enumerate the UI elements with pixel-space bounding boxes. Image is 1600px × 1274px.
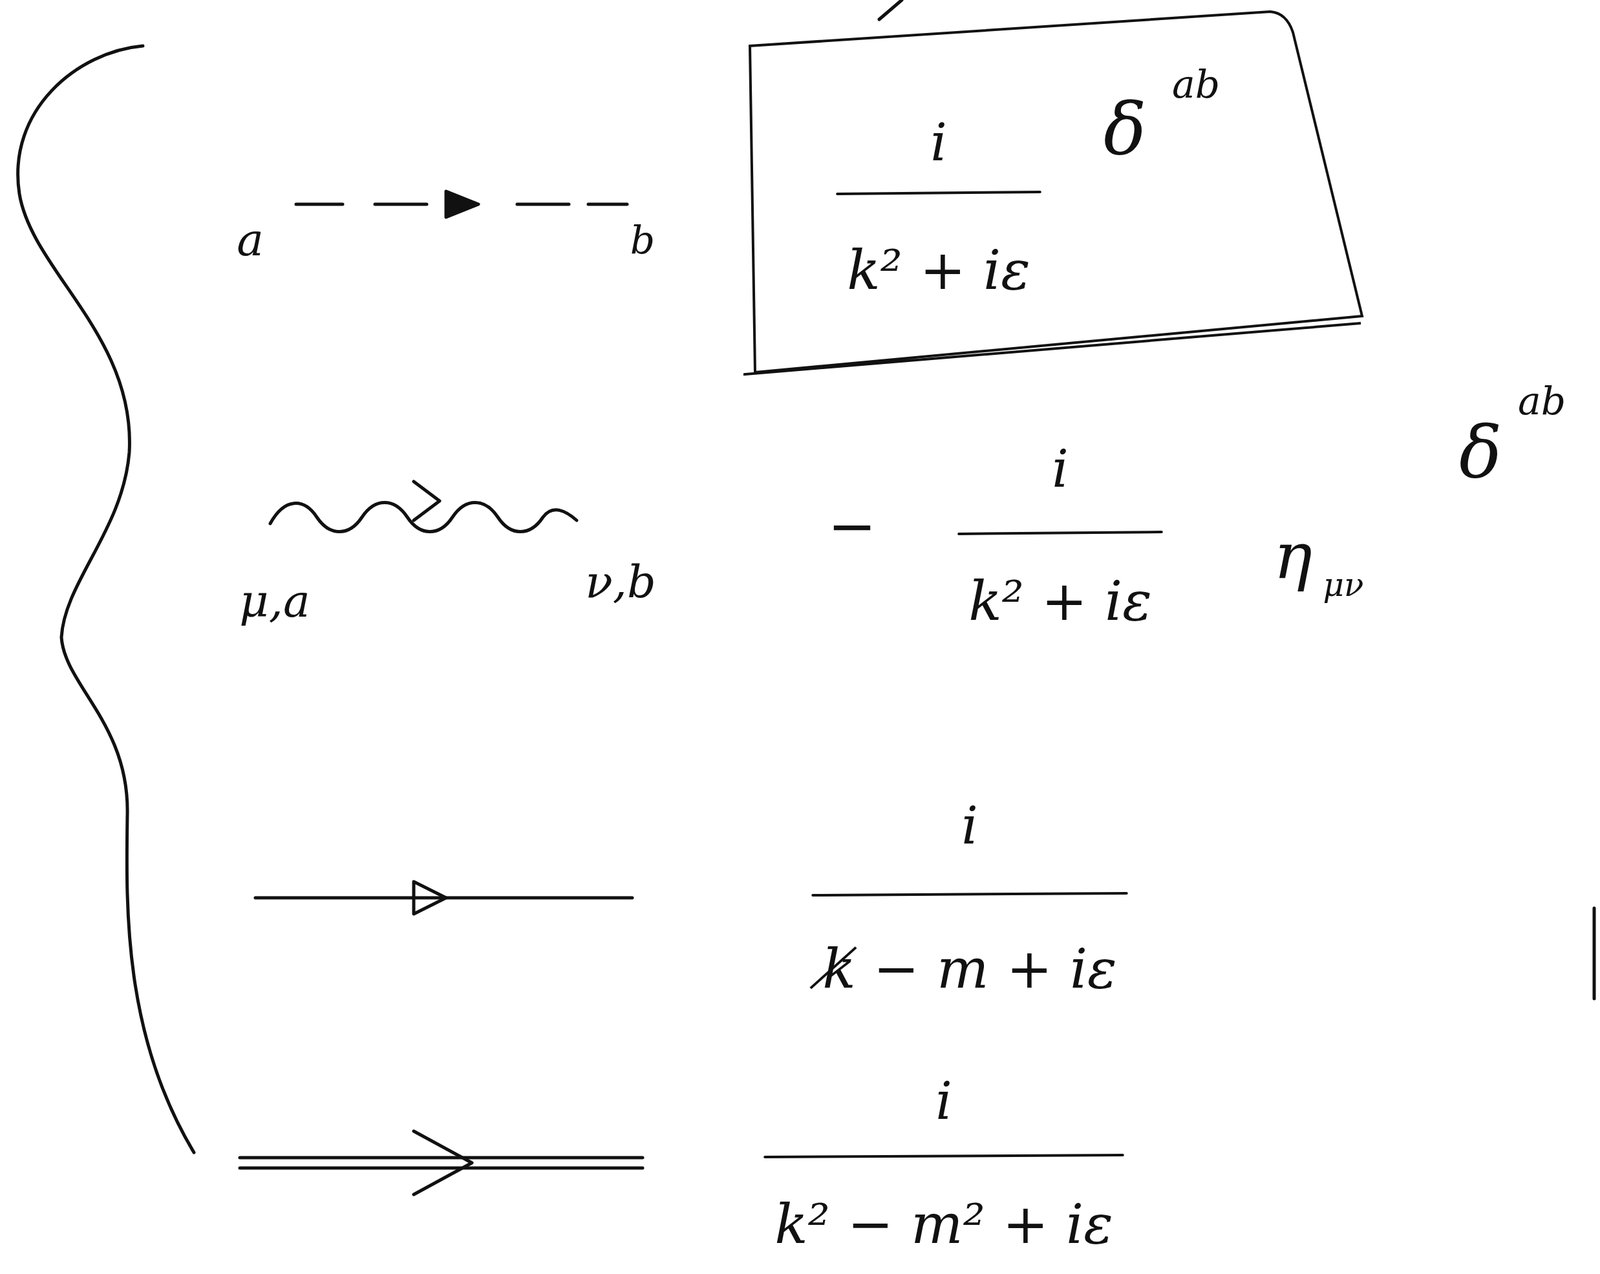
math-text: k² + iε [968,570,1152,632]
fraction-bar [764,1155,1123,1158]
math-text: k̸ − m + iε [822,938,1117,1000]
superscript: ab [1172,62,1220,106]
math-text: δ [1459,413,1502,492]
math-text: i [930,114,948,172]
fraction-bar [812,893,1127,896]
boxed-expression: i k² + iε δab [743,6,1368,379]
curly-brace [18,45,194,1153]
fermion-line [255,881,633,915]
index-label: b [630,218,655,262]
math-text: k² + iε [846,239,1031,301]
scalar-double-line [239,1131,643,1195]
index-label: ν,b [585,557,657,608]
index-label: a [236,215,264,266]
math-text: i [961,797,979,855]
stray-mark [1592,908,1597,999]
math-text: μν [1323,567,1365,604]
math-text: k² − m² + iε [774,1194,1114,1255]
math-text: i [1051,440,1069,498]
ghost-line [296,191,628,218]
fraction-bar [958,532,1162,534]
math-text: η [1273,520,1313,592]
index-label: μ,a [239,576,310,627]
math-text: δ [1103,90,1147,169]
fraction-bar [837,192,1041,194]
stray-mark [879,0,902,20]
math-text: i [935,1073,953,1131]
box-outline [743,6,1368,379]
gluon-line [270,481,577,533]
math-text: − [827,493,876,558]
math-text: ab [1517,379,1566,423]
